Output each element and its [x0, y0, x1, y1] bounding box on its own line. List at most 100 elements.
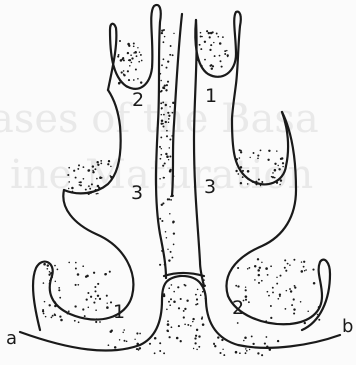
stipple-dot: [97, 185, 100, 188]
stipple-dot: [235, 285, 237, 287]
stipple-dot: [107, 163, 109, 165]
stipple-dot: [71, 187, 74, 190]
stipple-dot: [168, 118, 170, 120]
stipple-dot: [261, 354, 263, 356]
stipple-dot: [219, 352, 221, 354]
stipple-dot: [168, 287, 170, 289]
stipple-dot: [168, 121, 170, 123]
stipple-dot: [128, 45, 130, 47]
stipple-dot: [122, 332, 123, 333]
stipple-dot: [140, 54, 142, 56]
stipple-dot: [169, 198, 170, 199]
stipple-dot: [186, 300, 188, 302]
stipple-dot: [169, 336, 171, 338]
stipple-dot: [58, 289, 60, 291]
stipple-dot: [226, 50, 227, 51]
stipple-dot: [223, 354, 225, 356]
stipple-dot: [159, 264, 161, 266]
stipple-dot: [166, 309, 168, 311]
stipple-dot: [75, 262, 77, 264]
stipple-dot: [135, 68, 137, 70]
stipple-dot: [46, 268, 48, 270]
stipple-dot: [97, 193, 99, 195]
stipple-dot: [245, 295, 248, 298]
stipple-dot: [110, 301, 112, 303]
stipple-dot: [166, 330, 168, 332]
stipple-dot: [60, 319, 63, 322]
stipple-dot: [159, 342, 161, 344]
stipple-dot: [162, 41, 164, 43]
stipple-dot: [261, 280, 263, 282]
stipple-dot: [149, 343, 151, 345]
stipple-dot: [133, 79, 135, 81]
stipple-dot: [169, 155, 171, 157]
stipple-dot: [43, 282, 45, 284]
stipple-dot: [160, 136, 162, 138]
stipple-dot: [136, 332, 138, 334]
stipple-dot: [304, 270, 305, 271]
stipple-dot: [204, 41, 206, 43]
stipple-dot: [220, 60, 222, 62]
stipple-dot: [221, 66, 223, 68]
stipple-dot: [168, 259, 170, 261]
stipple-dot: [268, 150, 270, 152]
label-middle-left: 3: [131, 182, 143, 204]
stipple-dot: [83, 178, 85, 180]
stipple-dot: [240, 151, 242, 153]
stipple-dot: [166, 67, 168, 69]
stipple-dot: [137, 78, 139, 80]
stipple-dot: [237, 173, 239, 175]
stipple-dot: [77, 284, 79, 286]
stipple-dot: [171, 257, 173, 259]
stipple-dot: [95, 309, 97, 311]
stipple-dot: [159, 350, 161, 352]
stipple-dot: [253, 152, 255, 154]
stipple-dot: [165, 121, 167, 123]
stipple-dot: [94, 290, 96, 292]
stipple-dot: [202, 291, 204, 293]
stipple-dot: [217, 336, 219, 338]
stipple-dot: [258, 178, 260, 180]
stipple-dot: [303, 266, 305, 268]
stipple-dot: [138, 347, 140, 349]
stipple-dot: [93, 272, 95, 274]
stipple-dot: [159, 178, 161, 180]
stipple-dot: [264, 343, 266, 345]
stipple-dot: [204, 59, 206, 61]
stipple-dot: [209, 49, 211, 51]
stipple-dot: [128, 79, 130, 81]
stipple-dot: [307, 310, 309, 312]
stipple-dot: [277, 340, 279, 342]
stipple-dot: [57, 269, 59, 271]
stipple-dot: [198, 346, 200, 348]
stipple-dot: [86, 275, 89, 278]
stipple-dot: [300, 301, 302, 303]
stipple-dot: [257, 352, 259, 354]
stipple-dot: [293, 312, 295, 314]
stipple-dot: [170, 298, 172, 300]
stipple-dot: [129, 65, 131, 67]
stipple-dot: [97, 295, 99, 297]
stipple-dot: [284, 267, 286, 269]
stipple-dot: [154, 352, 156, 354]
stipple-dot: [195, 304, 197, 306]
stipple-dot: [247, 183, 249, 185]
stipple-dot: [270, 305, 272, 307]
stipple-dot: [166, 155, 169, 158]
stipple-dot: [77, 273, 80, 276]
stipple-dot: [118, 54, 120, 56]
stipple-dot: [75, 284, 77, 286]
stipple-dot: [259, 267, 261, 269]
stipple-dot: [200, 36, 202, 38]
stipple-dot: [280, 275, 282, 277]
stipple-dot: [289, 264, 291, 266]
stipple-dot: [80, 184, 82, 186]
stipple-dot: [172, 54, 174, 56]
stipple-dot: [267, 291, 269, 293]
central-column-left-top: [172, 14, 182, 196]
stipple-dot: [305, 269, 307, 271]
stipple-dot: [294, 285, 296, 287]
stipple-dot: [282, 166, 283, 167]
stipple-dot: [124, 340, 126, 342]
stipple-dot: [178, 325, 180, 327]
